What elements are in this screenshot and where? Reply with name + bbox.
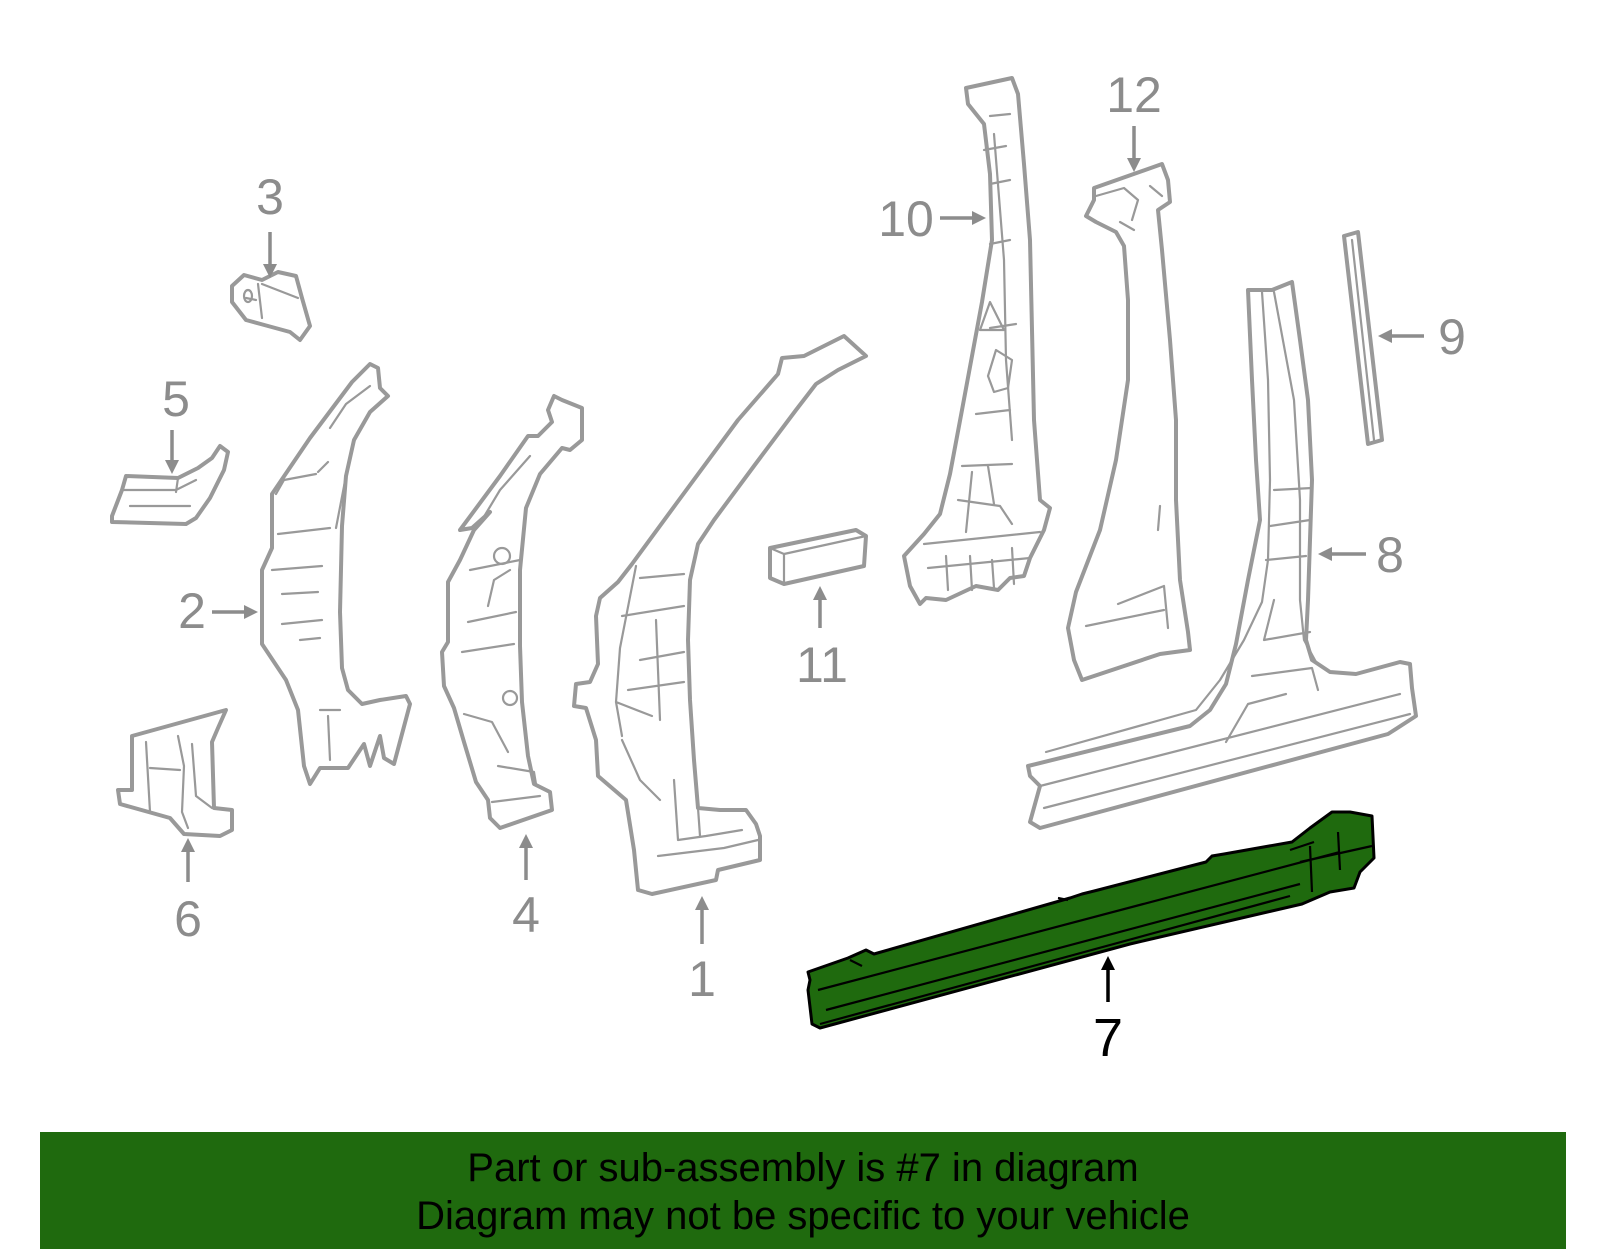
callout-label-12: 12 (1106, 67, 1162, 123)
part-5-bracket (110, 444, 230, 526)
callout-label-3: 3 (256, 169, 284, 225)
callout-2: 2 (178, 583, 258, 639)
parts-diagram: 1 2 3 4 5 6 7 8 9 10 (110, 67, 1466, 1068)
callout-label-6: 6 (174, 891, 202, 947)
part-2-pillar-inner (260, 362, 412, 786)
callout-3: 3 (256, 169, 284, 278)
part-11-block (768, 528, 868, 586)
callout-6: 6 (174, 838, 202, 947)
part-12-center-pillar-outer (1066, 162, 1192, 682)
callout-label-1: 1 (688, 951, 716, 1007)
part-6-bracket (116, 708, 234, 838)
callout-9: 9 (1378, 309, 1466, 365)
callout-label-5: 5 (162, 371, 190, 427)
callout-7: 7 (1093, 956, 1123, 1068)
part-10-center-pillar (902, 76, 1052, 606)
part-9-strip (1342, 230, 1384, 446)
callout-1: 1 (688, 896, 716, 1007)
callout-11: 11 (796, 586, 848, 693)
part-7-rocker-panel (806, 810, 1376, 1030)
callout-8: 8 (1318, 527, 1404, 583)
callout-5: 5 (162, 371, 190, 474)
callout-label-7: 7 (1093, 1008, 1123, 1068)
notice-banner: Part or sub-assembly is #7 in diagram Di… (40, 1132, 1566, 1249)
notice-line-1: Part or sub-assembly is #7 in diagram (467, 1146, 1139, 1190)
callout-label-4: 4 (512, 887, 540, 943)
notice-line-2: Diagram may not be specific to your vehi… (416, 1194, 1190, 1238)
part-4-pillar-reinforcement (440, 394, 584, 830)
part-1-pillar-outer (572, 334, 868, 896)
callout-12: 12 (1106, 67, 1162, 172)
part-3-bracket (230, 270, 312, 342)
callout-label-9: 9 (1438, 309, 1466, 365)
callout-label-10: 10 (878, 191, 934, 247)
callout-4: 4 (512, 834, 540, 943)
callout-10: 10 (878, 191, 986, 247)
callout-label-8: 8 (1376, 527, 1404, 583)
part-8-side-panel (1026, 280, 1418, 830)
callout-label-11: 11 (796, 637, 848, 693)
callout-label-2: 2 (178, 583, 206, 639)
